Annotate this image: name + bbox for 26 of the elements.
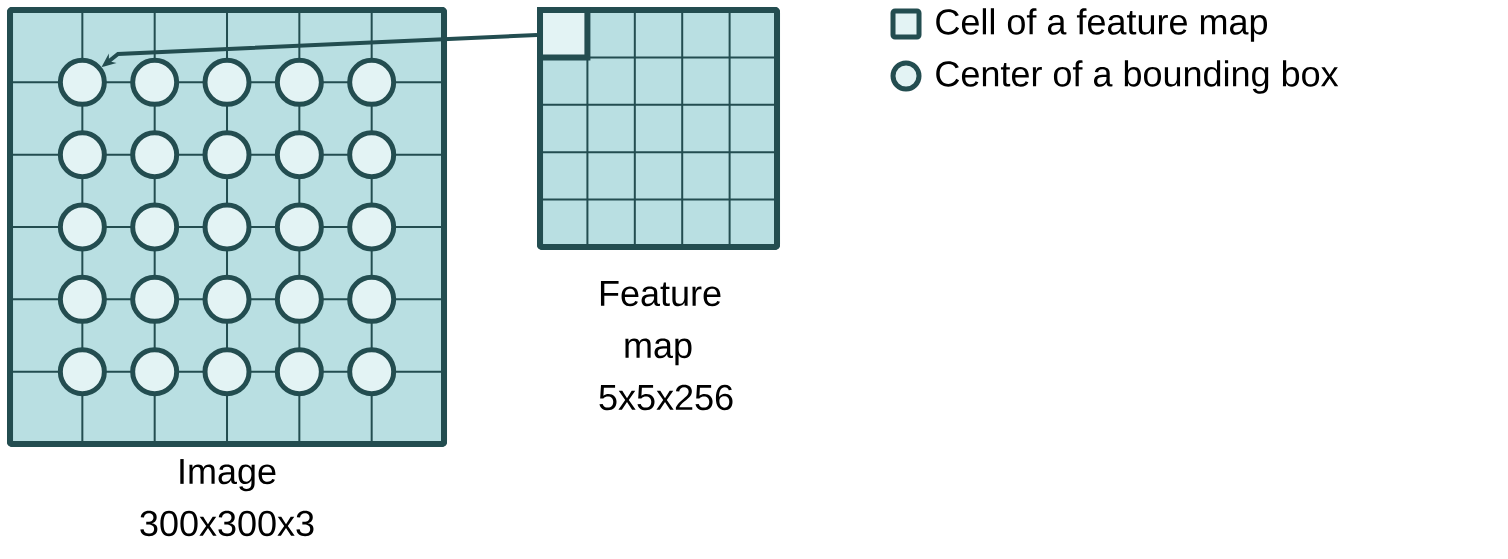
circle-marker <box>274 347 324 397</box>
circle-marker <box>130 130 180 180</box>
circle-marker <box>347 130 397 180</box>
circle-marker <box>130 57 180 107</box>
legend-text: Center of a bounding box <box>936 60 1339 94</box>
circle-marker <box>347 347 397 397</box>
circle-marker <box>347 57 397 107</box>
circle-marker <box>130 274 180 324</box>
circle-marker <box>57 57 107 107</box>
circle-marker <box>202 347 252 397</box>
circle-marker <box>57 274 107 324</box>
circle-marker <box>57 347 107 397</box>
legend-text: Cell of a feature map <box>936 8 1267 42</box>
circle-marker <box>202 274 252 324</box>
circle-marker <box>274 274 324 324</box>
grid-caption: Image 300x300x3 <box>140 459 314 537</box>
circle-marker <box>57 130 107 180</box>
circle-marker <box>274 130 324 180</box>
circle-marker <box>202 202 252 252</box>
circle-marker <box>274 57 324 107</box>
circle-marker <box>202 130 252 180</box>
circle-marker <box>347 274 397 324</box>
grid-caption: Feature map 5x5x256 <box>599 281 733 411</box>
circle-marker <box>130 347 180 397</box>
highlighted-cell <box>537 7 591 61</box>
circle-marker <box>202 57 252 107</box>
